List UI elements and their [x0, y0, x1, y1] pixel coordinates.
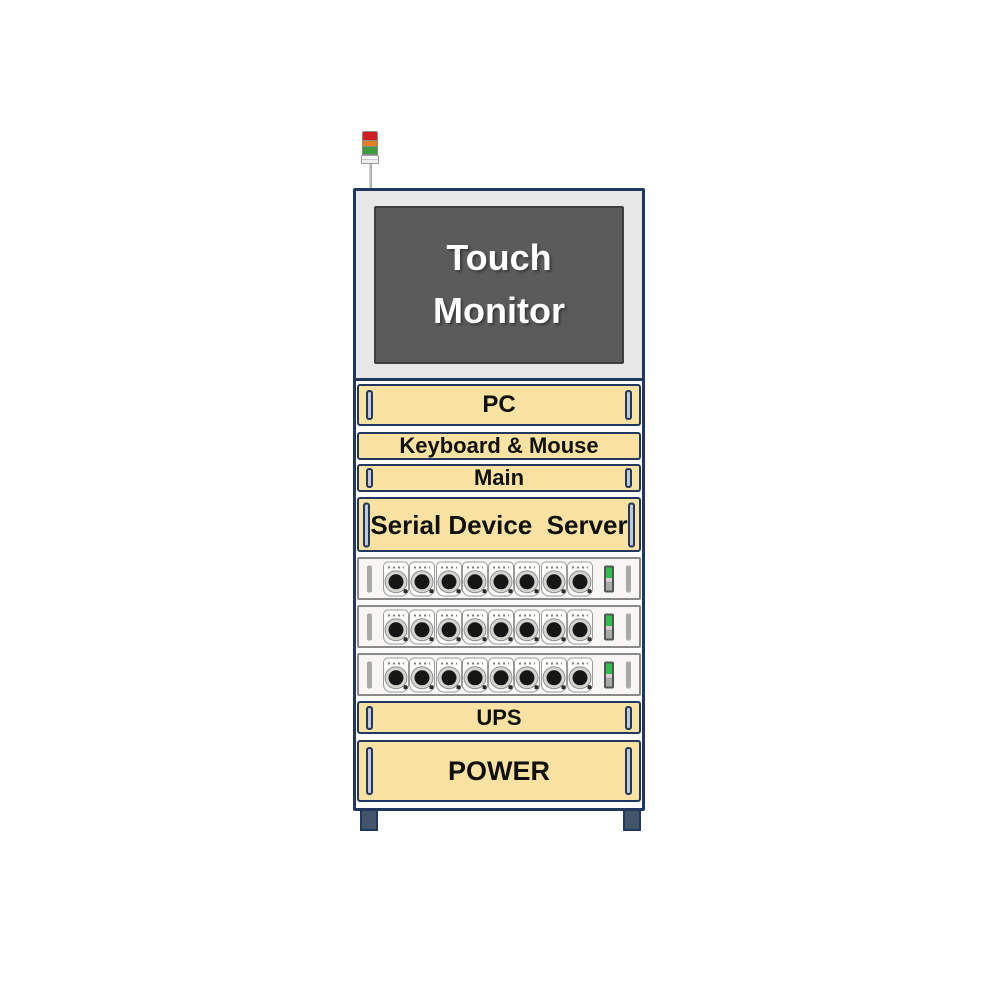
tower-green-light	[362, 146, 378, 155]
connector-knob-icon	[516, 619, 539, 642]
rack-ear	[363, 502, 370, 547]
connector-knob-icon	[516, 667, 539, 690]
connector-knob-icon	[438, 667, 461, 690]
connector-knob-icon	[543, 667, 566, 690]
rack-leg-right	[623, 809, 641, 831]
rack-ear	[625, 747, 632, 795]
power-indicator	[604, 661, 614, 688]
round-connector	[435, 561, 462, 596]
panel-pc-label: PC	[482, 391, 516, 418]
mounting-bar	[626, 565, 631, 592]
connector-knob-icon	[490, 619, 513, 642]
rack-bays: PC Keyboard & Mouse Main Serial Device S…	[356, 384, 642, 802]
tower-base-cap	[361, 155, 379, 164]
server-rack: Touch Monitor PC Keyboard & Mouse Main S…	[353, 188, 645, 811]
connector-knob-icon	[543, 619, 566, 642]
round-connector	[461, 657, 488, 692]
round-connector	[540, 657, 567, 692]
round-connector	[461, 609, 488, 644]
round-connector	[383, 609, 409, 644]
rack-ear	[366, 390, 373, 420]
rack-ear	[366, 747, 373, 795]
connector-knob-icon	[411, 667, 434, 690]
connector-knob-icon	[569, 571, 592, 594]
io-module-row	[357, 557, 641, 600]
connector-knob-icon	[490, 667, 513, 690]
panel-main: Main	[357, 464, 641, 492]
round-connector	[566, 609, 593, 644]
connector-knob-icon	[385, 619, 408, 642]
connector-strip	[383, 657, 593, 692]
panel-keyboard-mouse-label: Keyboard & Mouse	[399, 433, 599, 458]
round-connector	[540, 609, 567, 644]
rack-ear	[625, 390, 632, 420]
panel-power: POWER	[357, 740, 641, 802]
round-connector	[488, 657, 515, 692]
panel-ups-label: UPS	[476, 704, 522, 730]
round-connector	[409, 657, 436, 692]
tower-pole	[368, 164, 372, 192]
round-connector	[383, 657, 409, 692]
round-connector	[540, 561, 567, 596]
tower-amber-light	[362, 141, 378, 146]
io-module-row	[357, 653, 641, 696]
round-connector	[383, 561, 409, 596]
round-connector	[514, 657, 541, 692]
connector-strip	[383, 561, 593, 596]
power-indicator	[604, 613, 614, 640]
panel-ups: UPS	[357, 701, 641, 734]
connector-knob-icon	[569, 667, 592, 690]
mounting-bar	[367, 565, 372, 592]
round-connector	[566, 561, 593, 596]
connector-knob-icon	[516, 571, 539, 594]
panel-pc: PC	[357, 384, 641, 426]
round-connector	[488, 561, 515, 596]
round-connector	[435, 609, 462, 644]
connector-knob-icon	[438, 619, 461, 642]
connector-knob-icon	[464, 619, 487, 642]
connector-knob-icon	[569, 619, 592, 642]
panel-main-label: Main	[473, 465, 525, 490]
rack-ear	[625, 705, 632, 730]
round-connector	[514, 609, 541, 644]
panel-serial-device-server-label: Serial Device Server	[370, 509, 628, 540]
connector-knob-icon	[411, 571, 434, 594]
connector-knob-icon	[543, 571, 566, 594]
io-module-row	[357, 605, 641, 648]
connector-knob-icon	[411, 619, 434, 642]
signal-tower-light	[361, 131, 379, 192]
connector-strip	[383, 609, 593, 644]
panel-keyboard-mouse: Keyboard & Mouse	[357, 432, 641, 460]
connector-knob-icon	[464, 667, 487, 690]
panel-serial-device-server: Serial Device Server	[357, 497, 641, 552]
connector-knob-icon	[438, 571, 461, 594]
round-connector	[409, 561, 436, 596]
rack-ear	[628, 502, 635, 547]
connector-knob-icon	[490, 571, 513, 594]
mounting-bar	[626, 613, 631, 640]
touch-monitor-screen: Touch Monitor	[374, 205, 624, 364]
connector-knob-icon	[385, 571, 408, 594]
mounting-bar	[367, 661, 372, 688]
connector-knob-icon	[464, 571, 487, 594]
mounting-bar	[626, 661, 631, 688]
round-connector	[435, 657, 462, 692]
rack-leg-left	[360, 809, 378, 831]
power-indicator	[604, 565, 614, 592]
rack-ear	[366, 705, 373, 730]
mounting-bar	[367, 613, 372, 640]
round-connector	[409, 609, 436, 644]
round-connector	[514, 561, 541, 596]
touch-monitor-label: Touch Monitor	[433, 237, 565, 331]
panel-power-label: POWER	[447, 755, 550, 786]
rack-ear	[366, 468, 373, 488]
round-connector	[488, 609, 515, 644]
round-connector	[461, 561, 488, 596]
rack-ear	[625, 468, 632, 488]
round-connector	[566, 657, 593, 692]
connector-knob-icon	[385, 667, 408, 690]
tower-red-light	[362, 131, 378, 141]
monitor-bay: Touch Monitor	[356, 191, 642, 381]
